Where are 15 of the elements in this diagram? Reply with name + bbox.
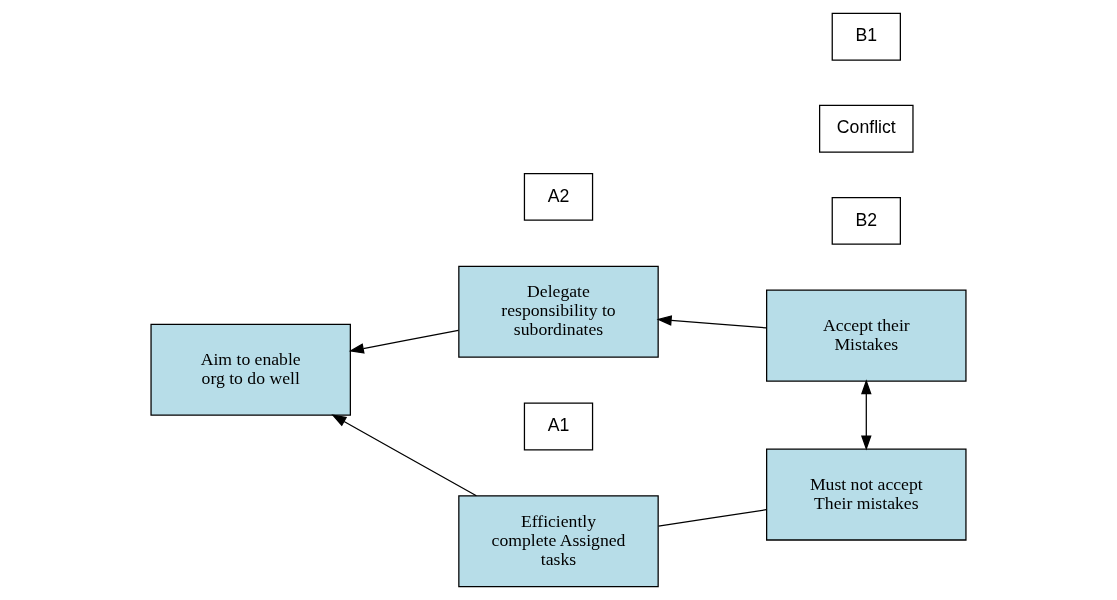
node-box: Efficiently complete Assigned tasks [458,495,659,588]
node-box: Delegate responsibility to subordinates [458,265,659,358]
connector [657,509,767,527]
node-box: A2 [523,172,594,221]
node-box: Accept their Mistakes [766,289,967,382]
node-box: Aim to enable org to do well [150,323,351,416]
arrow [861,379,872,451]
arrow [656,315,767,329]
node-box: B2 [831,196,901,245]
node-box: B1 [831,12,901,61]
node-box: A1 [523,402,594,451]
arrow [348,329,459,354]
node-box: Conflict [819,104,914,153]
node-box: Must not accept Their mistakes [766,448,967,541]
arrow [331,414,477,497]
